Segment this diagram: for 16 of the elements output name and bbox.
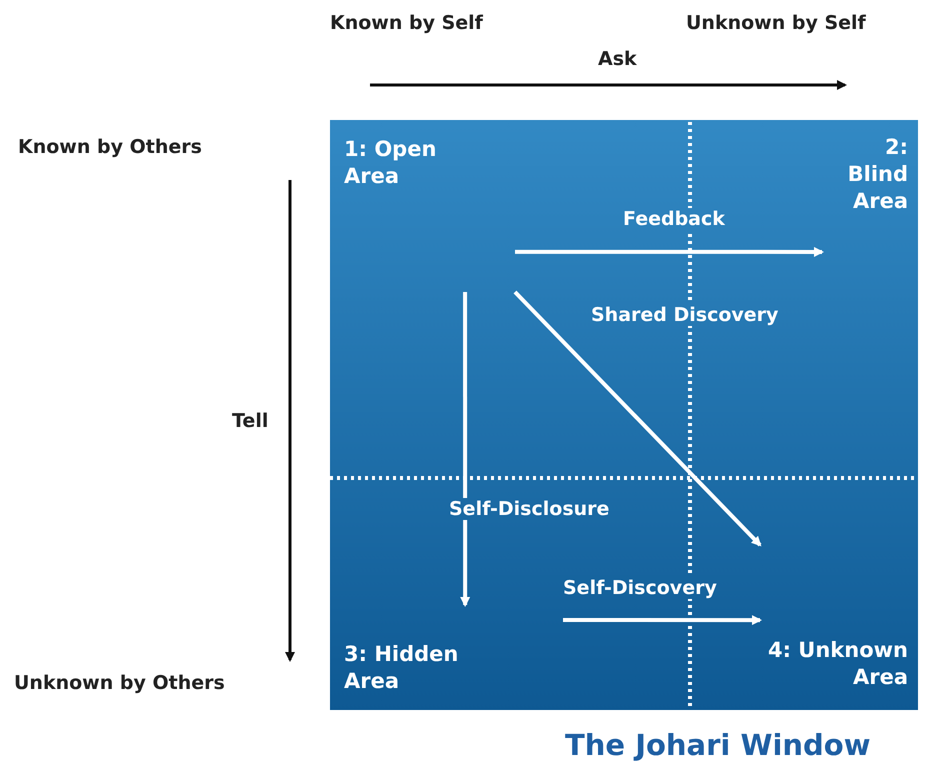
axis-label: Unknown by Self [686, 12, 866, 34]
axis-label: Tell [232, 410, 268, 432]
axis-label: Unknown by Others [14, 672, 225, 694]
quadrant-label: 3: Hidden Area [344, 641, 460, 695]
quadrant-label: 1: Open Area [344, 136, 438, 190]
quadrant-label: 2: Blind Area [846, 134, 908, 215]
arrow [460, 292, 470, 607]
window-panel [330, 120, 918, 710]
axis-label: Known by Self [330, 12, 483, 34]
axis-label: Ask [598, 48, 637, 70]
arrow [515, 246, 824, 257]
caption: The Johari Window [565, 728, 871, 762]
axis-label: Known by Others [18, 136, 202, 158]
quadrant-label: 4: Unknown Area [766, 637, 908, 691]
arrow [563, 615, 762, 626]
arrow [514, 290, 762, 546]
